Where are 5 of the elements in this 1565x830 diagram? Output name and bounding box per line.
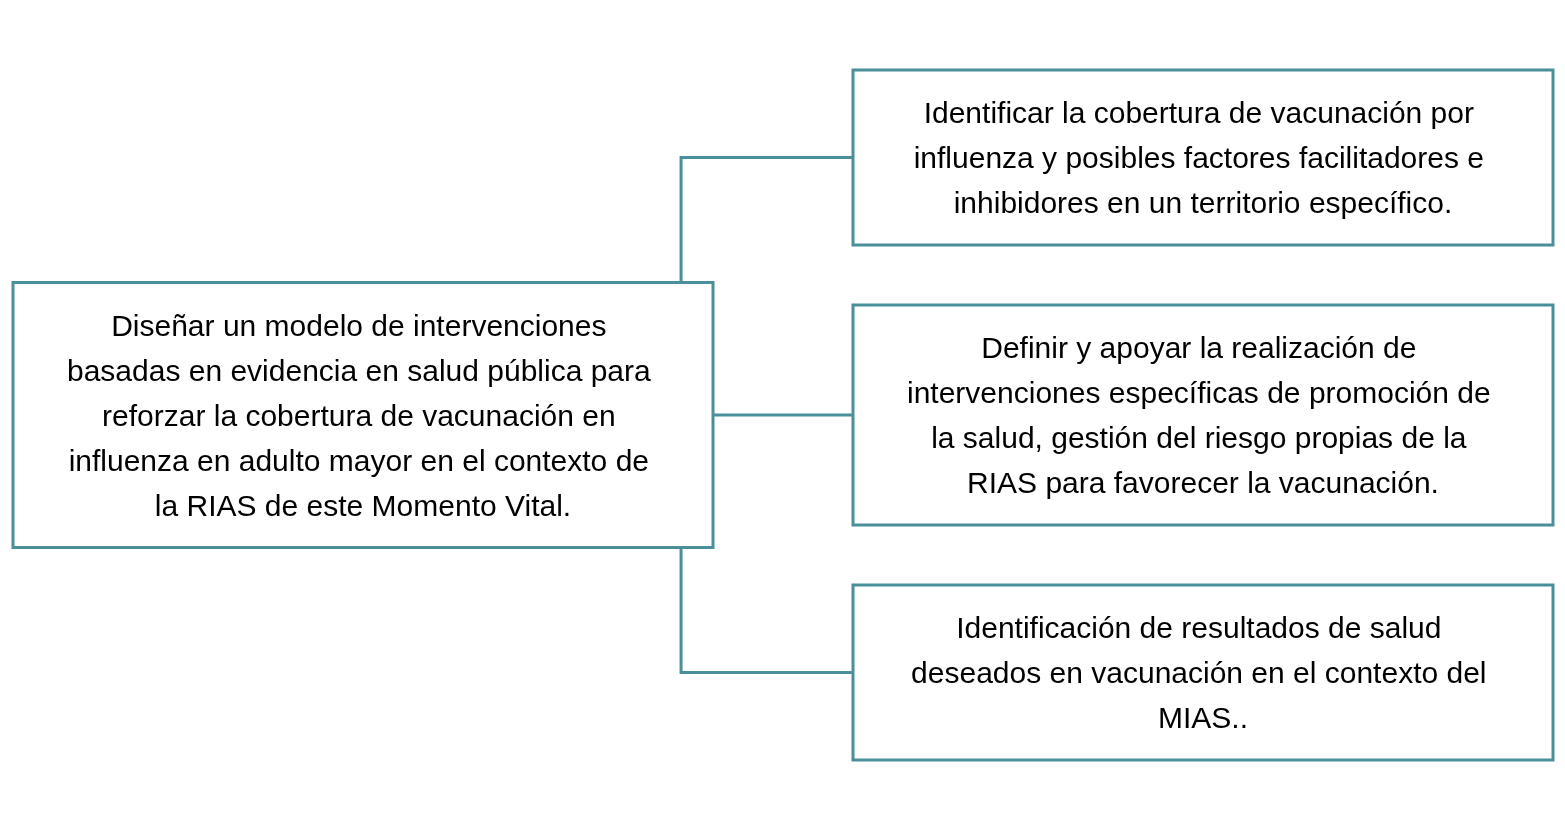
node-box: Identificar la cobertura de vacunación por influenza y posibles factores facilitadores e inhibidores en un territorio específico. bbox=[851, 68, 1554, 247]
node-box: Diseñar un modelo de intervenciones basadas en evidencia en salud pública para reforzar la cobertura de vacunación en influenza en adulto mayor en el contexto de la RIAS de este Momento Vital. bbox=[11, 281, 714, 549]
node-box: Identificación de resultados de salud deseados en vacunación en el contexto del MIAS.. bbox=[851, 583, 1554, 762]
connector bbox=[712, 413, 853, 417]
node-box: Definir y apoyar la realización de intervenciones específicas de promoción de la salud, gestión del riesgo propias de la RIAS para favorecer la vacunación. bbox=[851, 303, 1554, 527]
